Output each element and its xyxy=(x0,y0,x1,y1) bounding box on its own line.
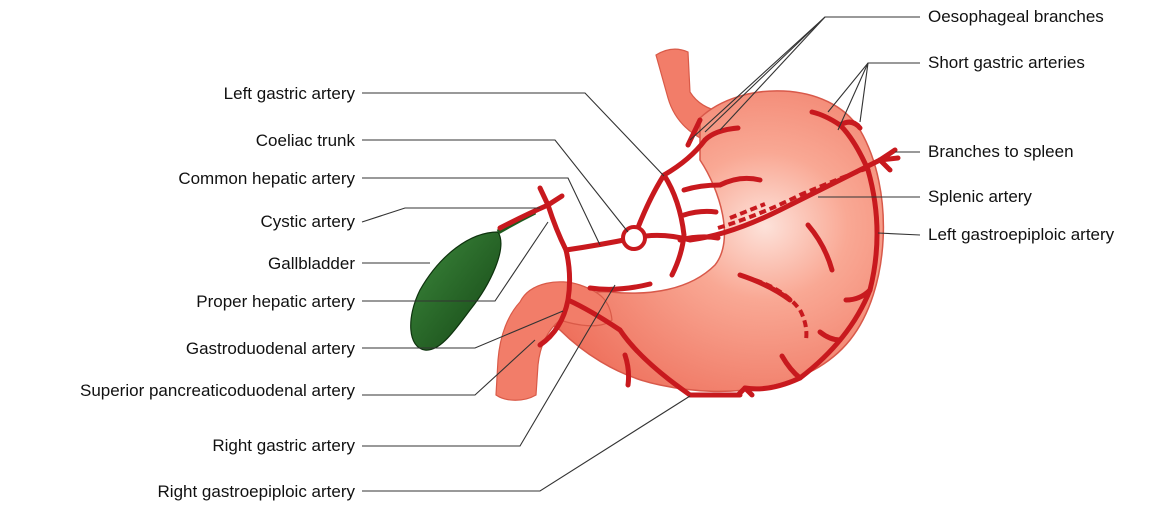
label-superior-pancreaticoduodenal-artery: Superior pancreaticoduodenal artery xyxy=(80,381,355,401)
label-splenic-artery: Splenic artery xyxy=(928,187,1032,207)
label-right-gastroepiploic-artery: Right gastroepiploic artery xyxy=(158,482,355,502)
leader-coeliac xyxy=(362,140,628,232)
label-right-gastric-artery: Right gastric artery xyxy=(212,436,355,456)
label-branches-to-spleen: Branches to spleen xyxy=(928,142,1074,162)
gallbladder xyxy=(411,232,501,350)
leader-left-gastric xyxy=(362,93,664,176)
label-left-gastric-artery: Left gastric artery xyxy=(224,84,355,104)
label-short-gastric-arteries: Short gastric arteries xyxy=(928,53,1085,73)
label-gallbladder: Gallbladder xyxy=(268,254,355,274)
label-coeliac-trunk: Coeliac trunk xyxy=(256,131,355,151)
label-common-hepatic-artery: Common hepatic artery xyxy=(178,169,355,189)
label-gastroduodenal-artery: Gastroduodenal artery xyxy=(186,339,355,359)
leader-right-gastroepiploic xyxy=(362,396,690,491)
leader-short-gastric xyxy=(828,63,920,112)
label-left-gastroepiploic-artery: Left gastroepiploic artery xyxy=(928,225,1114,245)
label-cystic-artery: Cystic artery xyxy=(261,212,355,232)
label-proper-hepatic-artery: Proper hepatic artery xyxy=(196,292,355,312)
proper-hepatic-vessel xyxy=(548,205,566,250)
leader-left-gastroepiploic xyxy=(878,233,920,235)
label-oesophageal-branches: Oesophageal branches xyxy=(928,7,1104,27)
